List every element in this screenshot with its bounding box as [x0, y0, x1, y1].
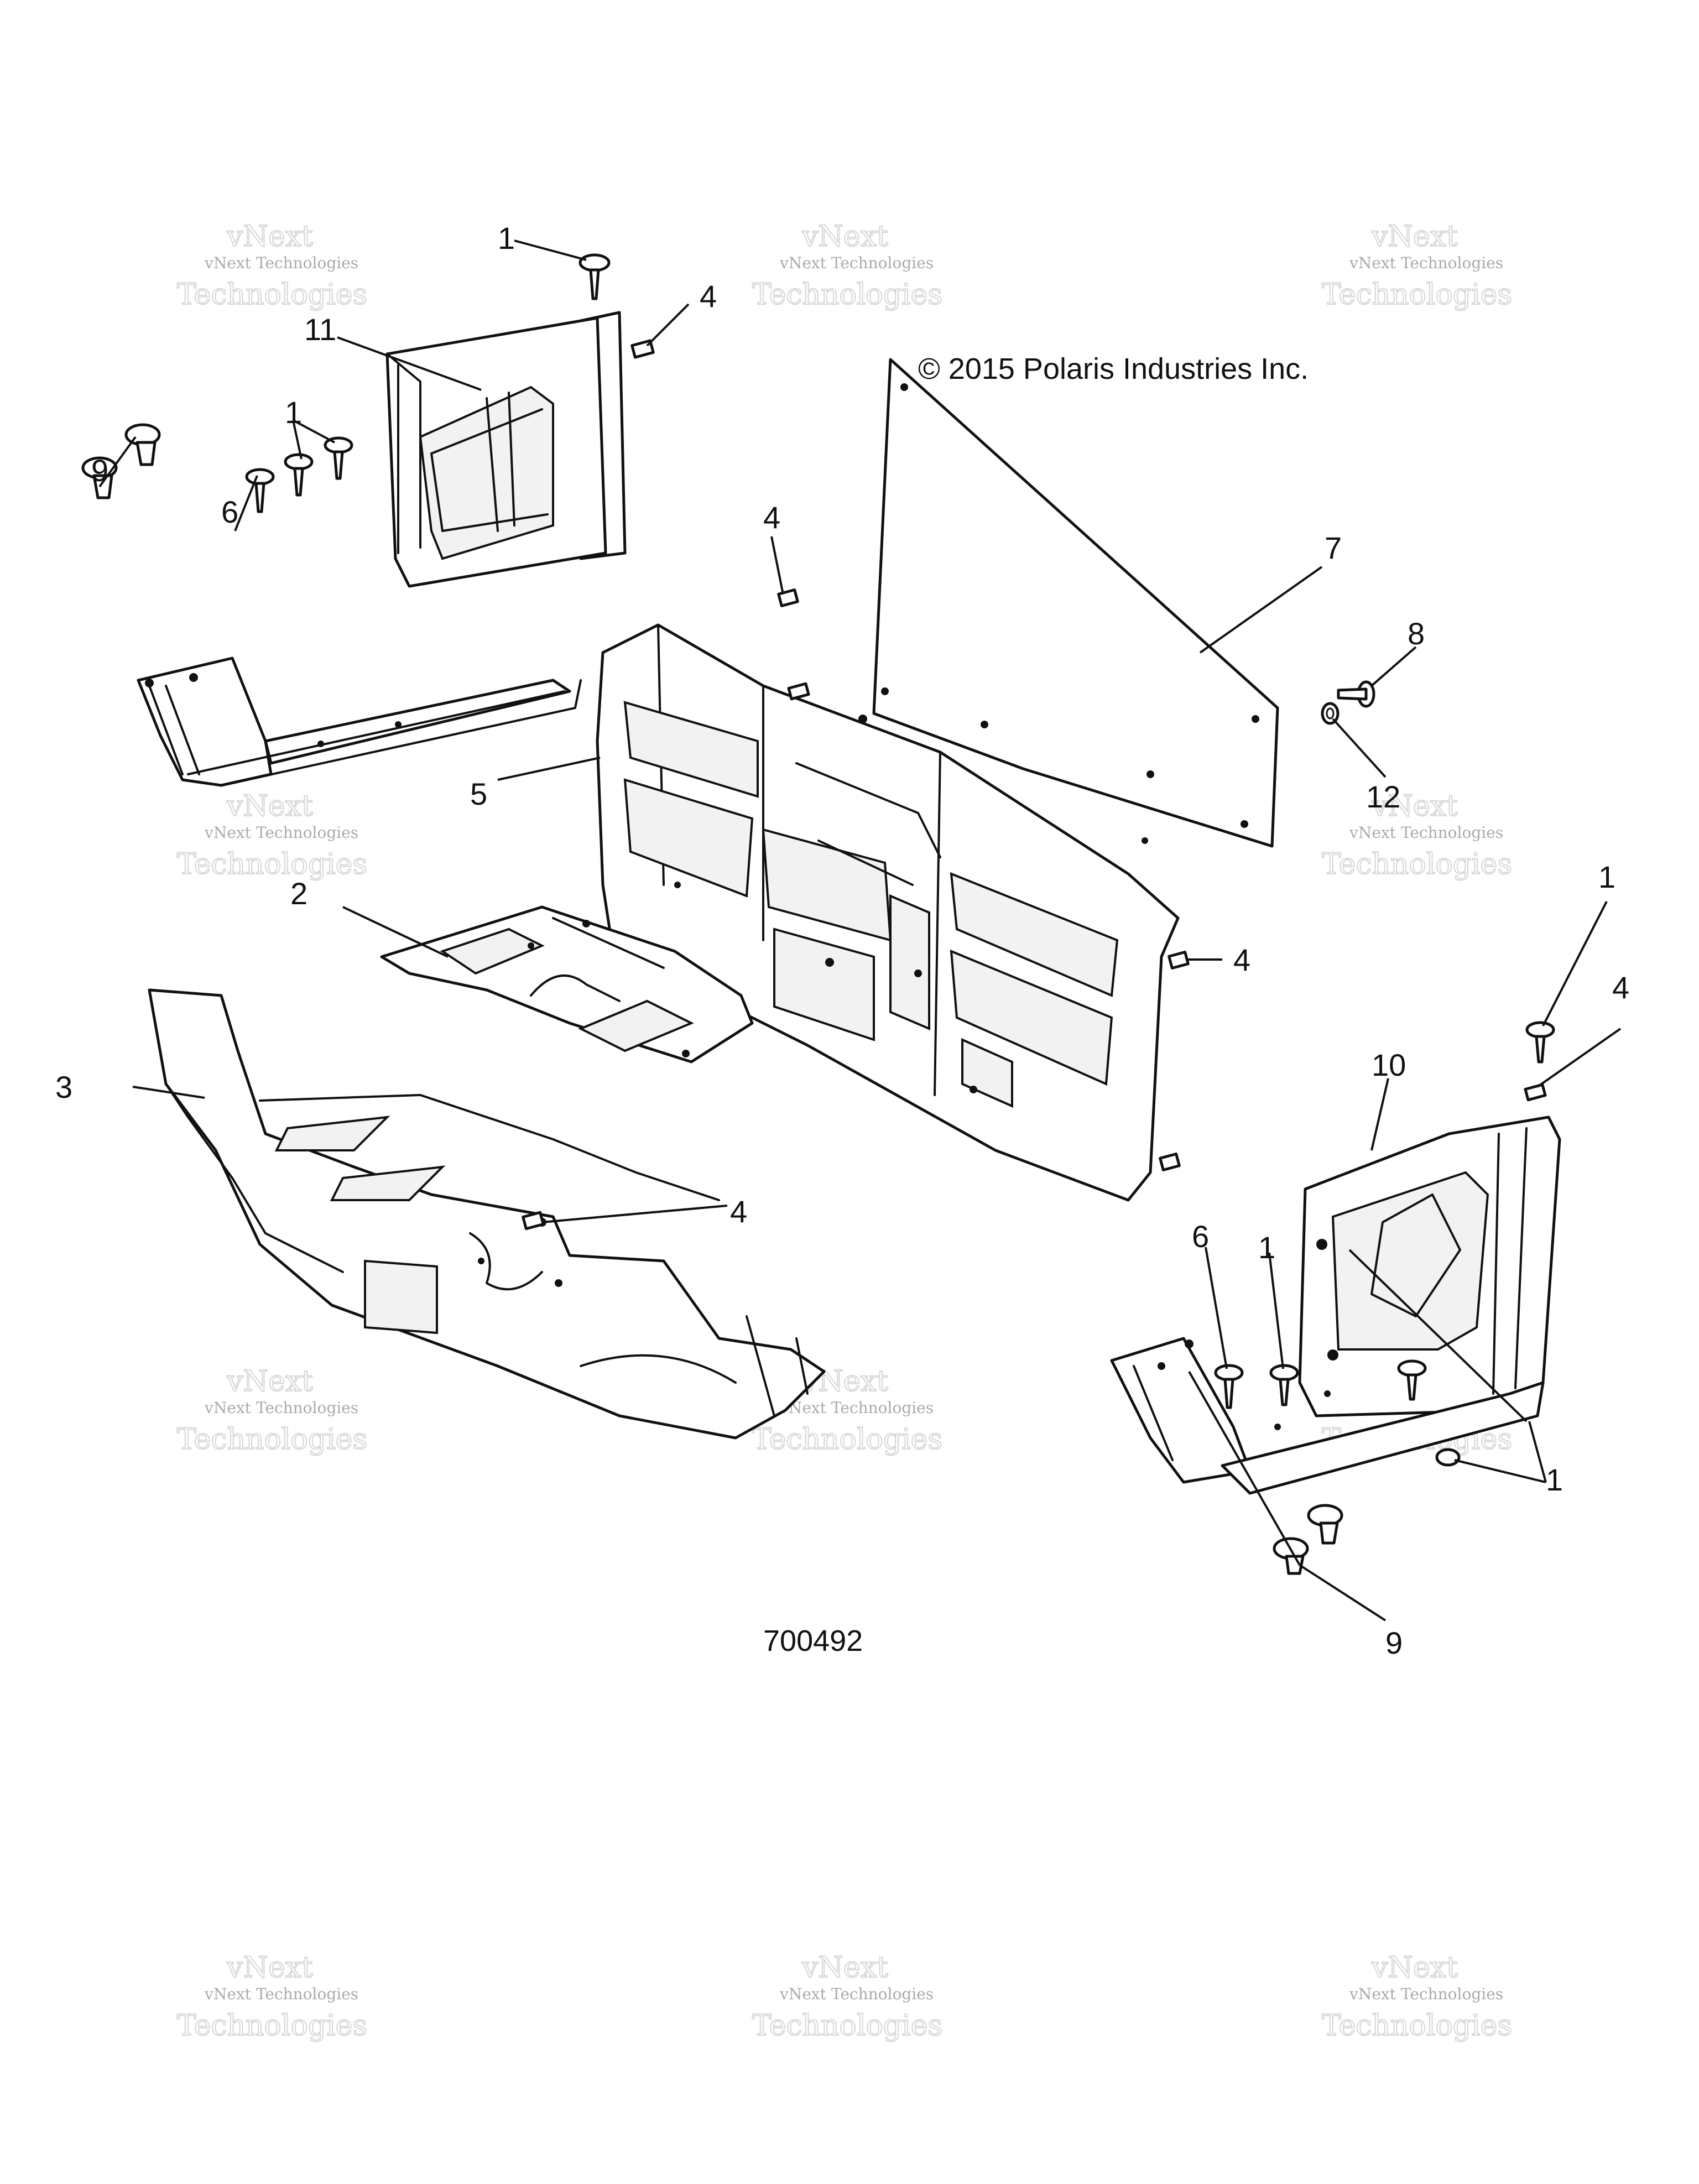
watermark-line3: Technologies [752, 2009, 942, 2042]
callout-1: 1 [498, 221, 515, 256]
watermark-line2: vNext Technologies [779, 254, 934, 272]
watermark-line1: vNext [1371, 1951, 1458, 1984]
watermark-line1: vNext [801, 1951, 888, 1984]
callout-10: 10 [1372, 1047, 1406, 1082]
watermark-line2: vNext Technologies [204, 1399, 358, 1417]
callout-1: 1 [1258, 1230, 1275, 1265]
screw-1-right-b [1269, 1364, 1299, 1406]
watermark-line2: vNext Technologies [779, 1399, 934, 1417]
watermark-top-center: vNext vNext Technologies Technologies [752, 220, 943, 312]
callout-3: 3 [55, 1070, 72, 1104]
watermark-line1: vNext [1371, 790, 1458, 823]
watermark-mid-right: vNext vNext Technologies Technologies [1321, 789, 1513, 882]
part-5-rear-panel [596, 623, 1180, 1202]
watermark-line2: vNext Technologies [204, 823, 358, 842]
clip-4-panel-a [787, 682, 810, 701]
callout-labels: 1 4 11 1 9 6 4 7 8 12 5 2 4 1 4 10 3 4 6… [55, 221, 1629, 1660]
callout-7: 7 [1325, 530, 1342, 565]
callout-9: 9 [1385, 1625, 1403, 1660]
watermark-line1: vNext [226, 1951, 313, 1984]
watermark-low-left: vNext vNext Technologies Technologies [176, 1364, 368, 1457]
leader-lines [98, 239, 1622, 1622]
clip-4-right [1524, 1083, 1547, 1102]
diagram-number: 700492 [763, 1624, 863, 1657]
part-3-floor-pan [148, 988, 826, 1440]
washer-12 [1321, 702, 1340, 725]
watermark-line3: Technologies [752, 278, 942, 311]
fasteners [81, 253, 1555, 1575]
callout-4: 4 [763, 500, 780, 535]
callout-4: 4 [1612, 970, 1629, 1005]
rivet-9-left-b [81, 456, 118, 499]
watermark-line3: Technologies [177, 278, 367, 311]
part-11-left-panel [137, 311, 627, 787]
watermark-line2: vNext Technologies [1349, 1985, 1503, 2003]
watermark-line2: vNext Technologies [1349, 254, 1503, 272]
watermark-line1: vNext [226, 1365, 313, 1398]
screw-1-right-c [1397, 1359, 1427, 1401]
watermark-bottom-left: vNext vNext Technologies Technologies [176, 1951, 368, 2043]
watermark-bottom-center: vNext vNext Technologies Technologies [752, 1951, 943, 2043]
callout-4: 4 [730, 1194, 747, 1229]
watermark-line3: Technologies [1322, 278, 1512, 311]
callout-1: 1 [1546, 1462, 1563, 1497]
callout-6: 6 [221, 494, 238, 529]
watermark-line1: vNext [226, 220, 313, 253]
watermark-line3: Technologies [1322, 848, 1512, 881]
watermark-top-right: vNext vNext Technologies Technologies [1321, 220, 1513, 312]
watermark-line2: vNext Technologies [1349, 823, 1503, 842]
callout-4: 4 [700, 279, 717, 314]
screw-1-right-a [1525, 1021, 1555, 1064]
screw-1-left-b [324, 436, 353, 480]
screw-1-left-a [284, 453, 314, 497]
watermark-line1: vNext [801, 220, 888, 253]
callout-5: 5 [470, 776, 487, 811]
callout-2: 2 [290, 876, 308, 911]
bolt-8 [1337, 680, 1375, 708]
part-10-right-panel [1110, 1116, 1561, 1495]
callout-8: 8 [1408, 616, 1425, 651]
part-7-flat-panel [872, 358, 1279, 848]
watermark-line3: Technologies [752, 1423, 942, 1456]
watermark-line2: vNext Technologies [779, 1985, 934, 2003]
watermark-top-left: vNext vNext Technologies Technologies [176, 220, 368, 312]
watermark-line1: vNext [226, 790, 313, 823]
clip-4-center [777, 588, 799, 608]
watermark-line3: Technologies [177, 1423, 367, 1456]
callout-12: 12 [1366, 779, 1400, 814]
rivet-9-right-b [1273, 1537, 1309, 1575]
screw-1-right-d [1435, 1448, 1461, 1467]
rivet-9-right-a [1307, 1504, 1343, 1545]
clip-4-floor [522, 1211, 545, 1231]
callout-11: 11 [304, 312, 336, 347]
watermark-line3: Technologies [177, 848, 367, 881]
callout-4: 4 [1233, 942, 1250, 977]
copyright-text: © 2015 Polaris Industries Inc. [918, 352, 1309, 385]
callout-1: 1 [285, 395, 302, 430]
clip-4-panel-c [1159, 1152, 1181, 1172]
watermark-line2: vNext Technologies [204, 254, 358, 272]
part-2-floor-tray [380, 905, 754, 1064]
watermark-line3: Technologies [177, 2009, 367, 2042]
watermark-bottom-right: vNext vNext Technologies Technologies [1321, 1951, 1513, 2043]
callout-1: 1 [1598, 859, 1615, 894]
screw-1-top [579, 253, 611, 300]
screw-6-right [1214, 1364, 1244, 1409]
watermark-line3: Technologies [1322, 2009, 1512, 2042]
watermark-mid-left: vNext vNext Technologies Technologies [176, 789, 368, 882]
clip-4-panel-b [1168, 950, 1190, 970]
screw-6-left [245, 468, 275, 513]
callout-9: 9 [91, 453, 108, 488]
watermark-line2: vNext Technologies [204, 1985, 358, 2003]
callout-6: 6 [1192, 1219, 1209, 1254]
watermark-line1: vNext [1371, 220, 1458, 253]
